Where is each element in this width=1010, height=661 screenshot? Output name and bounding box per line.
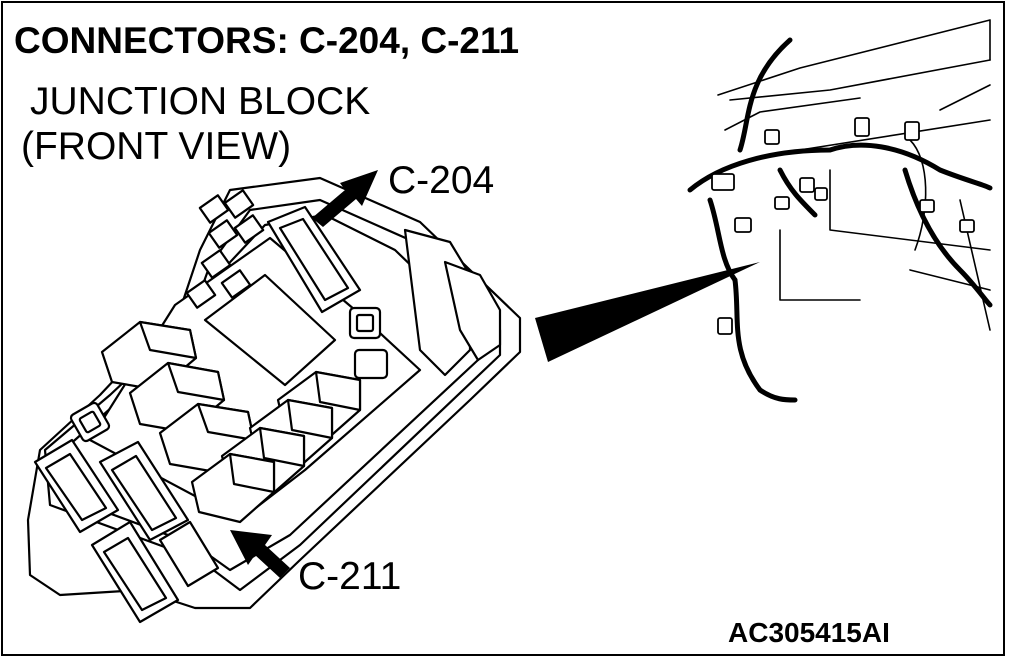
view-label: (FRONT VIEW) <box>21 125 292 168</box>
wire-harness <box>687 37 993 403</box>
c204-arrow <box>312 170 378 227</box>
harness-connectors <box>711 117 975 335</box>
junction-block-illustration <box>26 176 522 624</box>
callout-c211: C-211 <box>298 555 402 598</box>
figure-code: AC305415AI <box>728 617 890 648</box>
c211-arrow <box>230 530 290 578</box>
pointer-arrow <box>535 262 760 362</box>
component-name: JUNCTION BLOCK <box>30 80 371 123</box>
diagram-title: CONNECTORS: C-204, C-211 <box>14 20 520 61</box>
callout-c204: C-204 <box>388 159 495 202</box>
